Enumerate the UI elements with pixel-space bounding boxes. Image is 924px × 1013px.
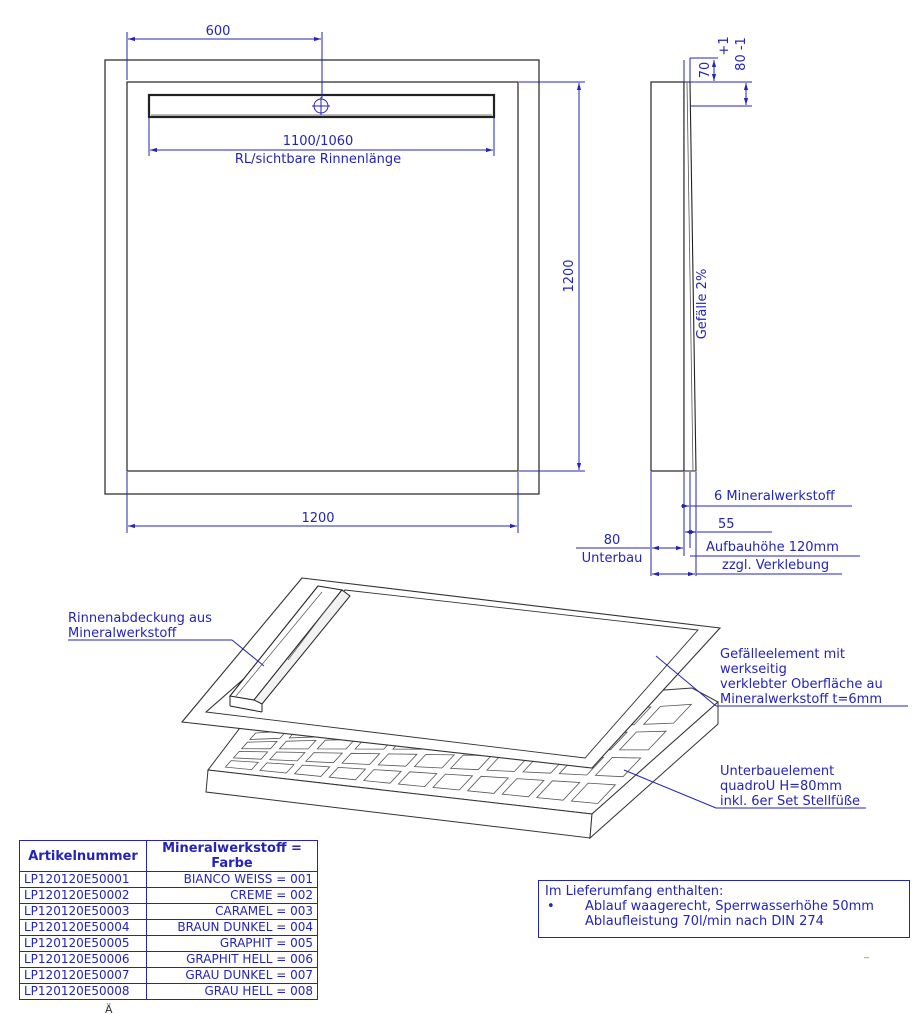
base-grid-cell <box>642 703 693 725</box>
slope-label-line3: verklebter Oberfläche au <box>720 677 883 692</box>
article-code: LP120120E50004 <box>19 919 147 936</box>
article-code: LP120120E50001 <box>19 871 147 888</box>
scope-title: Im Lieferumfang enthalten: <box>545 884 724 899</box>
dim-minus-label: 80 -1 <box>734 37 749 71</box>
article-color: CARAMEL = 003 <box>146 903 318 920</box>
base-grid-cell <box>278 739 317 750</box>
scope-of-delivery-box: Im Lieferumfang enthalten: • Ablauf waag… <box>538 880 910 938</box>
slope-label-line4: Mineralwerkstoff t=6mm <box>720 692 882 707</box>
mineral-label: 6 Mineralwerkstoff <box>714 489 836 504</box>
slope-label-line1: Gefälleelement mit <box>720 647 845 662</box>
base-grid-cell <box>501 778 545 798</box>
article-code: LP120120E50005 <box>19 935 147 952</box>
cover-label-line1: Rinnenabdeckung aus <box>68 611 212 626</box>
slope-leader-line <box>655 655 717 707</box>
header-color-line2: Farbe <box>211 856 253 871</box>
base-label-line2: quadroU H=80mm <box>720 779 842 794</box>
drain-cover <box>228 585 351 713</box>
article-color: GRAPHIT HELL = 006 <box>146 951 318 968</box>
base-grid-cell <box>594 757 642 778</box>
scope-bullet: • <box>547 899 555 914</box>
base-grid-cell <box>305 752 344 764</box>
base-label-line1: Unterbauelement <box>720 764 834 779</box>
tray-outer-outline <box>104 59 540 495</box>
scope-item-cont: Ablaufleistung 70l/min nach DIN 274 <box>545 914 903 929</box>
side-view: 70 +1 80 -1 Gefälle 2% 6 Mineralwerkstof… <box>576 36 860 577</box>
base-grid-cell <box>535 780 581 801</box>
article-color: GRAU DUNKEL = 007 <box>146 967 318 984</box>
base-grid-cell <box>224 760 260 771</box>
cut-off-footer-text: Ä <box>105 1003 113 1013</box>
article-code: LP120120E50003 <box>19 903 147 920</box>
base-leader-line <box>623 769 717 809</box>
article-code: LP120120E50006 <box>19 951 147 968</box>
verklebung-label: zzgl. Verklebung <box>722 558 829 573</box>
slope-label: Gefälle 2% <box>695 269 710 340</box>
header-material-color: Mineralwerkstoff = Farbe <box>146 840 318 872</box>
dim-600-label: 600 <box>206 24 231 39</box>
cover-label-line2: Mineralwerkstoff <box>68 626 177 641</box>
base-grid-cell <box>341 752 381 765</box>
header-color-line1: Mineralwerkstoff = <box>162 841 302 856</box>
top-view: 600 1100/1060 RL/sichtbare Rinnenlänge 1… <box>104 24 585 533</box>
base-grid-cell <box>293 764 331 777</box>
dim-channel-caption: RL/sichtbare Rinnenlänge <box>235 152 401 167</box>
base-grid-cell <box>618 730 667 751</box>
base-grid-cell <box>232 750 269 760</box>
isometric-view: Rinnenabdeckung aus Mineralwerkstoff Gef… <box>68 577 908 840</box>
base-grid-cell <box>397 771 438 788</box>
base-grid-cell <box>259 762 295 774</box>
aufbau-label: Aufbauhöhe 120mm <box>706 540 839 555</box>
base-grid-cell <box>240 740 278 750</box>
article-color: GRAU HELL = 008 <box>146 983 318 1000</box>
header-article-number: Artikelnummer <box>19 840 147 872</box>
scope-item: • Ablauf waagerecht, Sperrwasserhöhe 50m… <box>545 899 903 914</box>
dim-55-label: 55 <box>718 517 735 532</box>
dim-80-label: 80 <box>604 533 621 548</box>
side-base-block <box>650 81 685 472</box>
dim-70-label: 70 <box>698 62 713 79</box>
base-grid-cell <box>570 782 617 804</box>
dim-1200-bottom-label: 1200 <box>301 511 334 526</box>
unterbau-label: Unterbau <box>582 551 643 566</box>
dim-channel-label: 1100/1060 <box>283 134 354 149</box>
base-grid-cell <box>432 773 474 791</box>
scope-line1: Ablauf waagerecht, Sperrwasserhöhe 50mm <box>585 899 874 914</box>
article-color: GRAPHIT = 005 <box>146 935 318 952</box>
article-color: BRAUN DUNKEL = 004 <box>146 919 318 936</box>
article-color: BIANCO WEISS = 001 <box>146 871 318 888</box>
article-color: CREME = 002 <box>146 887 318 904</box>
scope-line2: Ablaufleistung 70l/min nach DIN 274 <box>585 914 824 929</box>
table-header-row: Artikelnummer Mineralwerkstoff = Farbe <box>19 840 318 872</box>
article-code: LP120120E50002 <box>19 887 147 904</box>
corner-mark: _ <box>864 948 869 959</box>
dim-plus-label: +1 <box>717 36 732 55</box>
base-grid-cell <box>328 766 367 781</box>
base-label-line3: inkl. 6er Set Stellfüße <box>720 794 860 809</box>
base-grid-cell <box>377 753 418 767</box>
article-code: LP120120E50007 <box>19 967 147 984</box>
scope-bullet-spacer <box>545 914 585 929</box>
slope-label-line2: werkseitig <box>720 662 787 677</box>
article-table: Artikelnummer Mineralwerkstoff = Farbe L… <box>19 840 318 1000</box>
base-grid-cell <box>466 775 510 794</box>
base-grid-cell <box>268 751 306 762</box>
article-code: LP120120E50008 <box>19 983 147 1000</box>
base-grid-cell <box>413 754 456 769</box>
dim-1200-right-label: 1200 <box>562 259 577 292</box>
base-grid-cell <box>362 769 402 784</box>
